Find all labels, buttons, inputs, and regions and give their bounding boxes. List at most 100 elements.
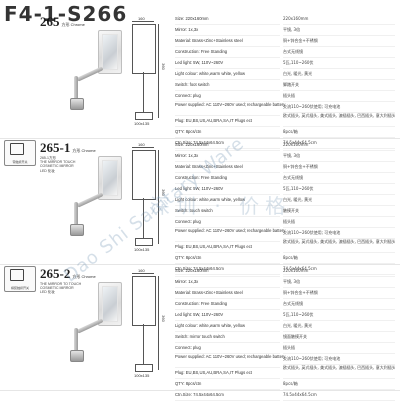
spec-row-cn: 220x160mm — [283, 14, 395, 25]
spec-row-cn: 插头插 — [283, 343, 395, 354]
spec-row: Power supplied: AC 110V~260V used; recha… — [175, 228, 285, 242]
spec-row: Plug: EU,BS,US,AU,BRA,SA,IT Plugs ect — [175, 116, 280, 127]
spec-row-cn: 74.5x44x64.5cm — [283, 138, 395, 149]
stem-outline — [143, 324, 144, 364]
mirror-thumbnail-icon: 带触摸开关 — [4, 140, 36, 166]
model-code: 265 — [40, 14, 60, 29]
spec-row-cn: 平镜, 3倍 — [283, 151, 395, 162]
watermark-text: F4-1-S266 — [4, 2, 128, 26]
product-description: 265-1方形 THE MIRROR TOUCH COSMETIC MIRROR… — [40, 156, 76, 173]
mirror-glass — [102, 160, 118, 196]
mirror-outline — [132, 24, 156, 74]
spec-row-cn: 镜面触摸开关 — [283, 332, 395, 343]
height-dimension: 360 — [160, 315, 166, 322]
spec-row: Switch: touch switch — [175, 206, 280, 217]
mirror-stem — [74, 202, 78, 228]
mirror-outline — [132, 150, 156, 200]
spec-row: Power supplied: AC 110V~260V used; recha… — [175, 354, 285, 368]
spec-row: Light colour: white,warm white, yellow — [175, 69, 280, 80]
mirror-base — [70, 98, 84, 110]
stem-outline — [143, 72, 144, 112]
spec-row-cn: 台式无线镜 — [283, 47, 395, 58]
base-outline — [135, 364, 153, 372]
spec-row: Material: Brass+Zinc+Stainless steel — [175, 36, 280, 47]
model-subtitle: 方形 Chrome — [72, 274, 96, 279]
spec-row-cn: 白光, 暖光, 黄光 — [283, 69, 395, 80]
width-dimension: 160 — [138, 16, 145, 21]
spec-row-cn: 平镜, 3倍 — [283, 25, 395, 36]
spec-row: Material: Brass+Zinc+Stainless steel — [175, 162, 280, 173]
spec-row-cn: 触摸开关 — [283, 206, 395, 217]
mirror-head — [98, 156, 122, 200]
spec-row: Light colour: white,warm white, yellow — [175, 195, 280, 206]
spec-row-cn: 脚踏开关 — [283, 80, 395, 91]
spec-row: QTY: 8pcs/ctn — [175, 127, 280, 138]
stem-outline — [143, 198, 144, 238]
mirror-thumbnail-icon: 横装触摸开关 — [4, 266, 36, 292]
spec-row: QTY: 8pcs/ctn — [175, 253, 280, 264]
spec-row: Construction: Free Standing — [175, 47, 280, 58]
spec-row: Mirror: 1x,3x — [175, 277, 280, 288]
spec-row-cn: 220x160mm — [283, 140, 395, 151]
spec-row-cn: 74.5x44x64.5cm — [283, 390, 395, 401]
height-line — [158, 276, 159, 370]
spec-row: Connect: plug — [175, 217, 280, 228]
spec-row: Power supplied: AC 110V~260V used; recha… — [175, 102, 285, 116]
mirror-base — [70, 224, 84, 236]
model-code: 265-2 — [40, 266, 71, 281]
spec-row-cn: 8pcs/箱 — [283, 253, 395, 264]
spec-row: Size: 220x160mm — [175, 266, 280, 277]
mirror-icon — [10, 143, 24, 155]
spec-row: Light colour: white,warm white, yellow — [175, 321, 280, 332]
spec-row: Ctn.Size: 74.5x44x64.5cm — [175, 264, 280, 275]
mirror-stem — [74, 328, 78, 354]
spec-row-cn: 台式无线镜 — [283, 173, 395, 184]
width-dimension: 160 — [138, 142, 145, 147]
spec-row-cn: 铜+锌合金+不锈钢 — [283, 288, 395, 299]
spec-row-cn: 交流110~260伏使用; 可充电池 — [283, 354, 395, 365]
spec-row: Construction: Free Standing — [175, 299, 280, 310]
height-dimension: 360 — [160, 63, 166, 70]
spec-row-cn: 平镜, 3倍 — [283, 277, 395, 288]
spec-row: Ctn.Size: 74.5x44x64.5cm — [175, 138, 280, 149]
product-description: THE MIRROR TO TOUCH COSMETIC MIRROR LED … — [40, 282, 82, 295]
height-line — [158, 150, 159, 244]
spec-row: Led light: 5W, 110V~260V — [175, 184, 280, 195]
thumbnail-caption: 横装触摸开关 — [10, 286, 29, 290]
spec-row: Ctn.Size: 74.5x44x64.5cm — [175, 390, 280, 401]
spec-row: Size: 220x160mm — [175, 14, 280, 25]
width-line — [132, 147, 154, 148]
spec-row: Mirror: 1x,3x — [175, 151, 280, 162]
width-line — [132, 273, 154, 274]
mirror-base — [70, 350, 84, 362]
mirror-head — [98, 282, 122, 326]
height-line — [158, 24, 159, 118]
center-watermark: 深圳 · 价格 — [150, 194, 292, 218]
thumbnail-caption: 带触摸开关 — [12, 160, 28, 164]
spec-row: Led light: 5W, 110V~260V — [175, 310, 280, 321]
base-outline — [135, 112, 153, 120]
mirror-arm — [76, 192, 104, 208]
mirror-icon — [10, 269, 24, 281]
mirror-glass — [102, 34, 118, 70]
spec-row-cn: 交流110~260伏使用; 可充电池 — [283, 228, 395, 239]
spec-row: Mirror: 1x,3x — [175, 25, 280, 36]
spec-row-cn: 插头插 — [283, 217, 395, 228]
mirror-stem — [74, 76, 78, 102]
spec-row-cn: 欧式插头, 英式插头, 美式插头, 澳插插头, 巴西插头, 意大利插头 — [283, 365, 395, 379]
base-dimension: 100x135 — [134, 121, 150, 126]
spec-row-cn: 欧式插头, 英式插头, 美式插头, 澳插插头, 巴西插头, 意大利插头 — [283, 239, 395, 253]
spec-row-cn: 铜+锌合金+不锈钢 — [283, 162, 395, 173]
spec-row-cn: 插头插 — [283, 91, 395, 102]
